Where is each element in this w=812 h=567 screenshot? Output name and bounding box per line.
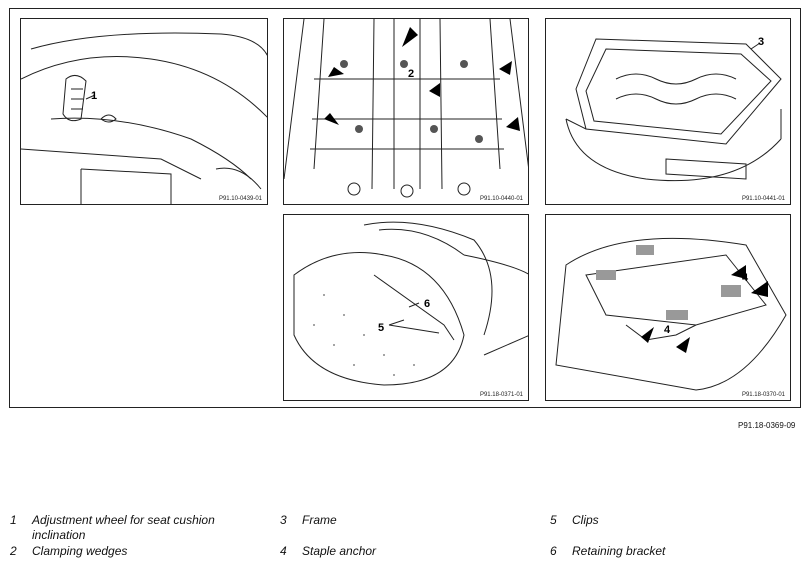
legend-text: Clips [572, 513, 599, 527]
callout-4-lower: 4 [664, 324, 671, 336]
seat-side-illustration: 1 [21, 32, 267, 204]
figure-code: P91.18-0369-09 [738, 421, 796, 430]
legend-text: Adjustment wheel for seat cushion inclin… [32, 513, 215, 542]
callout-2: 2 [408, 68, 414, 80]
seat-cushion-staple-illustration: 4 4 [555, 237, 787, 391]
panel-clamping-wedges: 2 P91.10-0440-01 [283, 18, 529, 205]
panel-clips: 6 5 P91.18-0371-01 [283, 214, 529, 401]
legend-text: Retaining bracket [572, 544, 666, 558]
panel-frame: 3 P91.10-0441-01 [545, 18, 791, 205]
callout-3: 3 [758, 36, 764, 48]
panel-code: P91.18-0371-01 [479, 392, 523, 398]
seat-cushion-clips-illustration: 6 5 [293, 221, 528, 386]
legend-num: 5 [550, 513, 557, 527]
legend-num: 3 [280, 513, 287, 527]
seat-frame-illustration: 3 [565, 36, 782, 182]
figure-frame [9, 8, 801, 408]
legend-num: 6 [550, 544, 557, 558]
legend-num: 2 [10, 544, 17, 558]
callout-4-upper: 4 [742, 272, 749, 284]
legend-num: 4 [280, 544, 287, 558]
legend-text: Staple anchor [302, 544, 377, 558]
callout-1: 1 [91, 90, 97, 102]
panel-code: P91.10-0439-01 [218, 196, 262, 202]
seat-frame-underside-illustration: 2 [284, 19, 528, 198]
legend-num: 1 [10, 513, 17, 527]
panel-adjustment-wheel: 1 P91.10-0439-01 [20, 18, 268, 205]
legend-text: Frame [302, 513, 337, 527]
panel-code: P91.10-0441-01 [741, 196, 785, 202]
panel-code: P91.18-0370-01 [741, 392, 785, 398]
panel-code: P91.10-0440-01 [479, 196, 523, 202]
callout-6: 6 [424, 298, 430, 310]
legend-text: Clamping wedges [32, 544, 128, 558]
callout-5: 5 [378, 322, 384, 334]
panel-staple-anchor: 4 4 P91.18-0370-01 [545, 214, 791, 401]
